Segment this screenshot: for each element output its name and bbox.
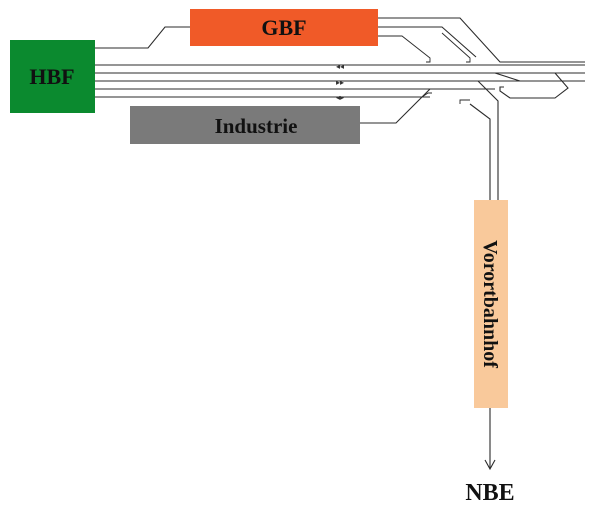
branch-south	[430, 80, 499, 471]
gbf-siding-1	[378, 35, 431, 63]
signal-arrow-east-icon: ▸▸	[336, 78, 344, 87]
junction-crossover	[494, 72, 521, 82]
hbf-block[interactable]: HBF	[10, 40, 95, 113]
industrie-connections	[360, 88, 432, 124]
gbf-siding-2	[441, 32, 471, 63]
nbe-label: NBE	[465, 480, 514, 506]
vorortbahnhof-block[interactable]: Vorortbahnhof	[474, 200, 508, 408]
industrie-block[interactable]: Industrie	[130, 106, 360, 144]
gbf-right-lead-outer	[378, 17, 585, 63]
signal-arrow-west-icon: ◂◂	[336, 62, 344, 71]
signal-arrow-bidirectional-icon: ◂▸	[336, 93, 344, 102]
nbe-arrowhead-icon	[484, 459, 496, 471]
branch-stub	[459, 99, 470, 104]
vorortbahnhof-box	[474, 200, 508, 408]
hbf-label: HBF	[29, 64, 74, 89]
gbf-right-lead-inner	[378, 26, 477, 58]
branch-track-outer	[430, 80, 499, 205]
gbf-left-lead	[95, 26, 190, 49]
gbf-block[interactable]: GBF	[190, 9, 378, 46]
gbf-box	[190, 9, 378, 46]
junction-east	[494, 72, 569, 99]
signal-markers: ◂◂ ▸▸ ◂▸	[336, 62, 344, 102]
junction-curve-upper	[499, 72, 569, 99]
industrie-stub	[421, 92, 432, 98]
industrie-lead	[360, 88, 431, 124]
gbf-label: GBF	[261, 15, 306, 40]
branch-track-inner	[469, 103, 491, 205]
main-tracks	[95, 64, 585, 98]
vorortbahnhof-label: Vorortbahnhof	[479, 240, 501, 368]
hbf-box	[10, 40, 95, 113]
industrie-box	[130, 106, 360, 144]
industrie-label: Industrie	[215, 114, 298, 138]
gbf-connections	[95, 17, 585, 63]
